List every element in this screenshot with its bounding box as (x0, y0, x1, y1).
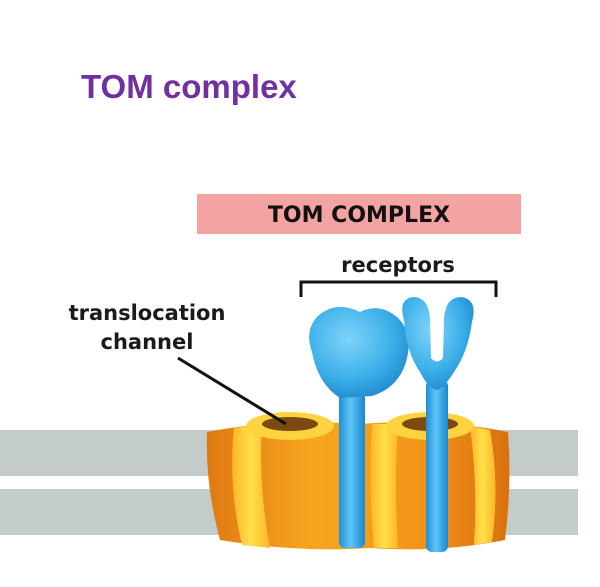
receptor-left-head (309, 306, 409, 398)
channel-yellow-stripe-right (470, 426, 496, 545)
receptor-left (309, 306, 409, 548)
receptors-label: receptors (341, 253, 455, 277)
slide-title: TOM complex (81, 68, 297, 105)
receptor-right-stem (426, 380, 448, 552)
translocation-channel-label-line2: channel (101, 330, 194, 354)
tom-complex-banner-label: TOM COMPLEX (268, 203, 450, 228)
channel-yellow-stripe-left (232, 424, 270, 548)
channel-pointer-line (177, 356, 287, 426)
tom-complex-banner (197, 194, 521, 234)
receptors-bracket (299, 280, 498, 297)
channel-pore-left (262, 417, 318, 431)
receptor-right-head (402, 296, 474, 390)
receptor-left-stem (339, 392, 365, 548)
receptor-right (402, 296, 474, 552)
translocation-channel-label-line1: translocation (69, 301, 226, 325)
channel-yellow-stripe-center (370, 424, 398, 548)
